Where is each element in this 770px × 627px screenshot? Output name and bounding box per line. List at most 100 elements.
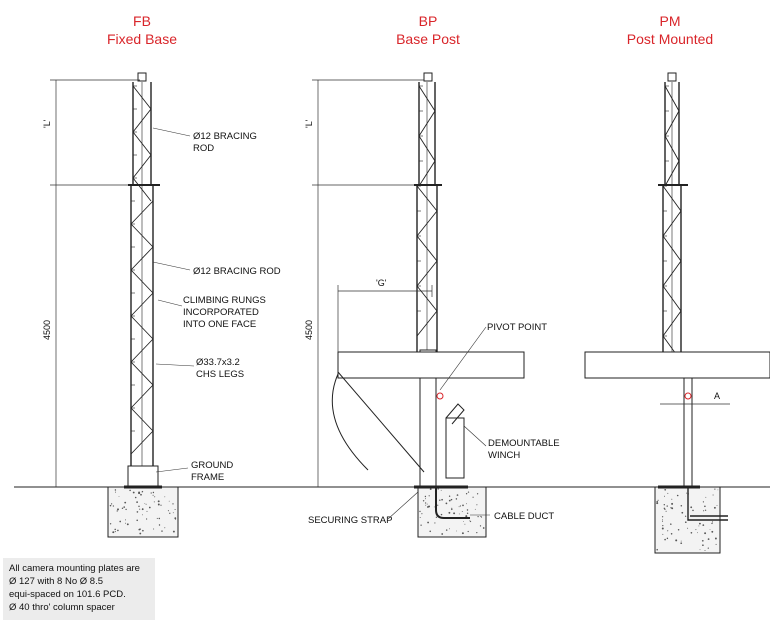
lattice-member — [418, 85, 436, 112]
concrete-dot — [112, 505, 115, 507]
concrete-dot — [421, 513, 423, 515]
bp-dim-l: 'L' — [304, 119, 314, 128]
concrete-dot — [125, 519, 126, 521]
label-ground-1: GROUND — [191, 460, 233, 471]
concrete-dot — [479, 525, 482, 527]
bp-foundation — [417, 486, 487, 538]
concrete-dot — [168, 500, 170, 502]
concrete-dot — [117, 529, 119, 532]
lattice-member — [132, 108, 152, 133]
lattice-member — [664, 160, 680, 187]
concrete-dot — [455, 498, 458, 500]
concrete-dot — [692, 509, 694, 512]
concrete-dot — [437, 488, 439, 490]
concrete-dot — [445, 529, 448, 531]
concrete-dot — [704, 505, 706, 508]
concrete-dot — [476, 504, 478, 506]
bp-pivot-marker — [436, 392, 444, 400]
concrete-dot — [449, 528, 450, 530]
concrete-dot — [684, 521, 687, 524]
lattice-member — [130, 246, 154, 271]
lattice-member — [132, 85, 152, 110]
concrete-dot — [713, 506, 716, 509]
lattice-member — [130, 223, 154, 248]
concrete-dot — [690, 506, 693, 509]
concrete-dot — [456, 530, 457, 532]
lattice-member — [416, 235, 438, 262]
bp-winch-handle — [445, 403, 465, 425]
pm-pivot-marker — [684, 392, 692, 400]
concrete-dot — [158, 524, 161, 526]
concrete-dot — [152, 494, 154, 496]
concrete-dot — [427, 521, 430, 524]
bp-arc-start — [337, 371, 425, 473]
concrete-dot — [441, 533, 444, 535]
concrete-dot — [145, 503, 147, 505]
concrete-dot — [665, 510, 667, 512]
concrete-dot — [709, 529, 711, 530]
concrete-dot — [703, 510, 705, 512]
concrete-dot — [440, 489, 442, 491]
concrete-dot — [702, 544, 704, 547]
concrete-dot — [139, 532, 142, 535]
concrete-dot — [469, 520, 471, 522]
concrete-dot — [657, 499, 659, 501]
lattice-member — [416, 185, 438, 212]
label-climbing-3: INTO ONE FACE — [183, 319, 256, 330]
concrete-dot — [465, 515, 468, 518]
concrete-dot — [136, 511, 139, 513]
concrete-dot — [467, 491, 470, 493]
concrete-dot — [453, 512, 456, 515]
label-pivot: PIVOT POINT — [487, 322, 547, 333]
bp-title-code: BP — [419, 13, 438, 29]
concrete-dot — [464, 523, 466, 525]
concrete-dot — [675, 539, 678, 542]
lattice-member — [130, 338, 154, 363]
concrete-dot — [671, 498, 673, 500]
concrete-dot — [458, 506, 460, 508]
lattice-member — [130, 292, 154, 317]
concrete-dot — [167, 510, 169, 512]
concrete-dot — [704, 550, 706, 551]
concrete-dot — [463, 521, 465, 522]
concrete-dot — [450, 498, 453, 501]
concrete-dot — [477, 515, 479, 518]
fb-dim-l: 'L' — [42, 119, 52, 128]
label-chs-2: CHS LEGS — [196, 369, 244, 380]
label-strap: SECURING STRAP — [308, 515, 392, 526]
concrete-dot — [684, 515, 687, 517]
leader-lines — [152, 127, 490, 520]
concrete-dot — [451, 508, 453, 511]
concrete-dot — [114, 489, 117, 491]
label-winch-1: DEMOUNTABLE — [488, 438, 560, 449]
lattice-member — [132, 131, 152, 156]
concrete-dot — [687, 527, 689, 529]
concrete-dot — [445, 502, 448, 505]
concrete-dot — [174, 517, 177, 520]
label-climbing-2: INCORPORATED — [183, 307, 259, 318]
concrete-dot — [116, 510, 118, 512]
concrete-dot — [124, 501, 127, 504]
concrete-dot — [139, 508, 141, 510]
lattice-member — [132, 177, 152, 202]
lattice-member — [130, 407, 154, 432]
concrete-dot — [138, 528, 141, 531]
concrete-dot — [424, 502, 427, 504]
concrete-dot — [662, 533, 664, 535]
fb-foundation — [107, 486, 179, 538]
concrete-dot — [158, 517, 161, 520]
concrete-dot — [472, 496, 474, 498]
lattice-member — [130, 269, 154, 294]
concrete-dot — [702, 524, 705, 526]
concrete-dot — [461, 511, 463, 513]
concrete-dot — [667, 492, 669, 494]
pm-pivot-arm — [584, 351, 770, 379]
bp-dim-height: 4500 — [304, 320, 314, 340]
concrete-dot — [172, 503, 174, 505]
fb-title-name: Fixed Base — [107, 31, 177, 47]
concrete-dot — [462, 504, 464, 507]
concrete-dot — [662, 525, 664, 527]
concrete-dot — [664, 488, 667, 491]
concrete-speckle — [109, 488, 719, 551]
bp-title-name: Base Post — [396, 31, 460, 47]
